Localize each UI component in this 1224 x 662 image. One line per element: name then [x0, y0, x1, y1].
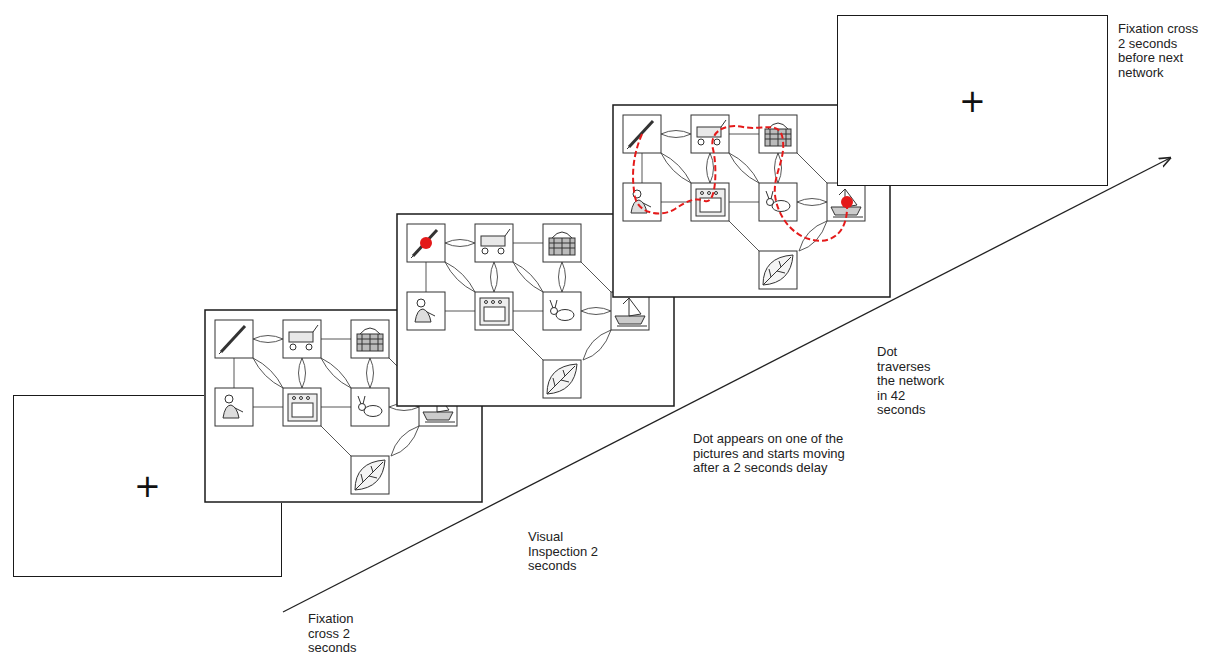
- timeline-label: Fixation cross 2 seconds: [308, 612, 378, 656]
- timeline-label: Dot appears on one of the pictures and s…: [693, 432, 853, 476]
- dot-path: [633, 126, 847, 241]
- red-dot: [420, 237, 432, 249]
- fixation-screen: +: [837, 15, 1108, 186]
- fixation-screen: +: [13, 395, 282, 577]
- fixation-cross: +: [134, 470, 161, 502]
- timeline-arrow: [283, 158, 1170, 612]
- timeline-label: Dot traverses the network in 42 seconds: [877, 345, 951, 418]
- red-dot: [841, 196, 853, 208]
- timeline-label: Visual Inspection 2 seconds: [528, 530, 610, 574]
- fixation-cross: +: [959, 85, 986, 117]
- network-screen: [623, 115, 865, 289]
- timeline-label: Fixation cross 2 seconds before next net…: [1118, 22, 1204, 80]
